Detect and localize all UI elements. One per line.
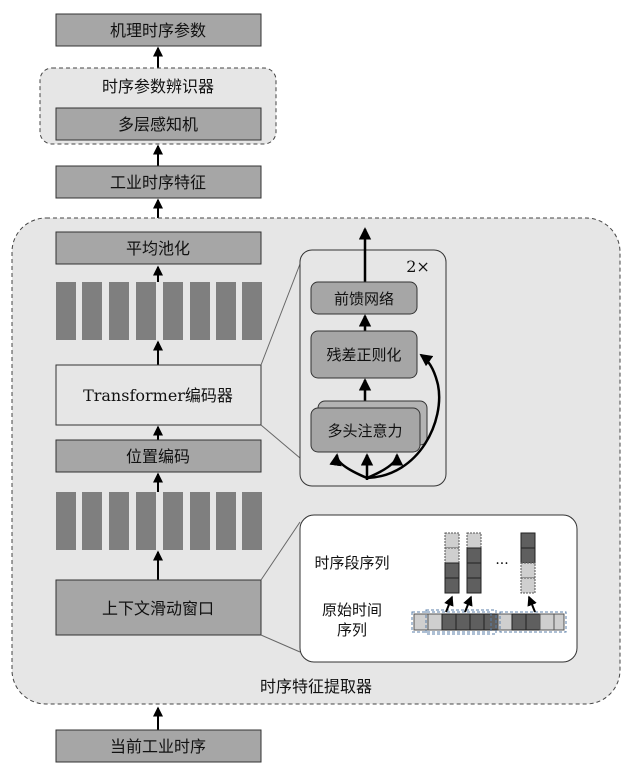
pos-encoding-block <box>55 439 262 473</box>
mlp-label: 多层感知机 <box>118 115 198 134</box>
token-bar <box>190 282 210 340</box>
window-arrow-2 <box>463 595 473 613</box>
token-bar <box>82 492 102 550</box>
identifier-title: 时序参数辨识器 <box>102 77 214 96</box>
series-cell <box>455 613 471 631</box>
mha-block <box>310 407 421 453</box>
token-bar <box>163 492 183 550</box>
token-bar <box>216 282 236 340</box>
series-cell <box>441 613 457 631</box>
token-bar <box>82 282 102 340</box>
original-series-label-line1: 原始时间 <box>322 601 382 619</box>
original-series-strip <box>411 609 567 635</box>
industrial-features-block <box>55 165 262 199</box>
series-cell <box>553 613 565 631</box>
segment-column-2 <box>466 532 482 594</box>
segment-column-3 <box>520 532 536 594</box>
token-bar <box>190 492 210 550</box>
input-token-bars <box>56 492 262 550</box>
industrial-features-label: 工业时序特征 <box>110 173 206 192</box>
original-series-label-line2: 序列 <box>337 621 367 639</box>
series-cell <box>539 613 555 631</box>
mlp-block <box>55 107 262 141</box>
token-bar <box>56 492 76 550</box>
ffn-label: 前馈网络 <box>334 290 394 308</box>
window-highlight-3 <box>499 611 567 633</box>
segment-column-1 <box>444 532 460 594</box>
transformer-label: Transformer编码器 <box>83 386 233 405</box>
sliding-window-block <box>55 579 262 636</box>
token-bar <box>216 492 236 550</box>
transformer-block <box>55 364 262 426</box>
token-bar <box>136 492 156 550</box>
residual-norm-block <box>310 330 418 379</box>
residual-connection-arrow <box>366 353 441 480</box>
repeat-label: 2× <box>406 257 430 276</box>
series-cell <box>469 613 485 631</box>
zoom-line-top <box>260 263 301 366</box>
avg-pool-label: 平均池化 <box>126 239 190 258</box>
token-bar <box>136 282 156 340</box>
residual-norm-label: 残差正则化 <box>326 346 401 364</box>
token-bar <box>56 282 76 340</box>
zoom-line-window-top <box>260 521 301 581</box>
token-bar <box>109 282 129 340</box>
series-cell <box>427 613 443 631</box>
pos-encoding-label: 位置编码 <box>126 447 190 466</box>
segment-sequence-label: 时序段序列 <box>314 554 389 572</box>
mechanism-params-block <box>55 13 262 47</box>
window-highlight-1 <box>411 611 492 633</box>
output-token-bars <box>56 282 262 340</box>
current-series-label: 当前工业时序 <box>110 737 206 756</box>
attention-arrow-left <box>329 453 368 480</box>
attention-arrow-right <box>366 453 404 480</box>
window-highlight-2 <box>425 609 497 635</box>
window-arrow-3 <box>527 595 537 613</box>
token-bar <box>163 282 183 340</box>
segment-ellipsis: ··· <box>495 556 508 572</box>
zoom-line-window-bottom <box>260 634 301 653</box>
window-arrow-1 <box>444 595 454 613</box>
sliding-window-label: 上下文滑动窗口 <box>102 599 214 618</box>
token-bar <box>109 492 129 550</box>
current-series-block <box>55 729 262 763</box>
mha-label: 多头注意力 <box>327 422 402 440</box>
token-bar <box>242 282 262 340</box>
token-bar <box>242 492 262 550</box>
mechanism-params-label: 机理时序参数 <box>110 21 206 40</box>
extractor-title: 时序特征提取器 <box>260 677 372 696</box>
series-cell <box>525 613 541 631</box>
ffn-block <box>310 281 418 315</box>
series-cell <box>511 613 527 631</box>
avg-pool-block <box>55 231 262 265</box>
zoom-line-bottom <box>260 424 301 459</box>
